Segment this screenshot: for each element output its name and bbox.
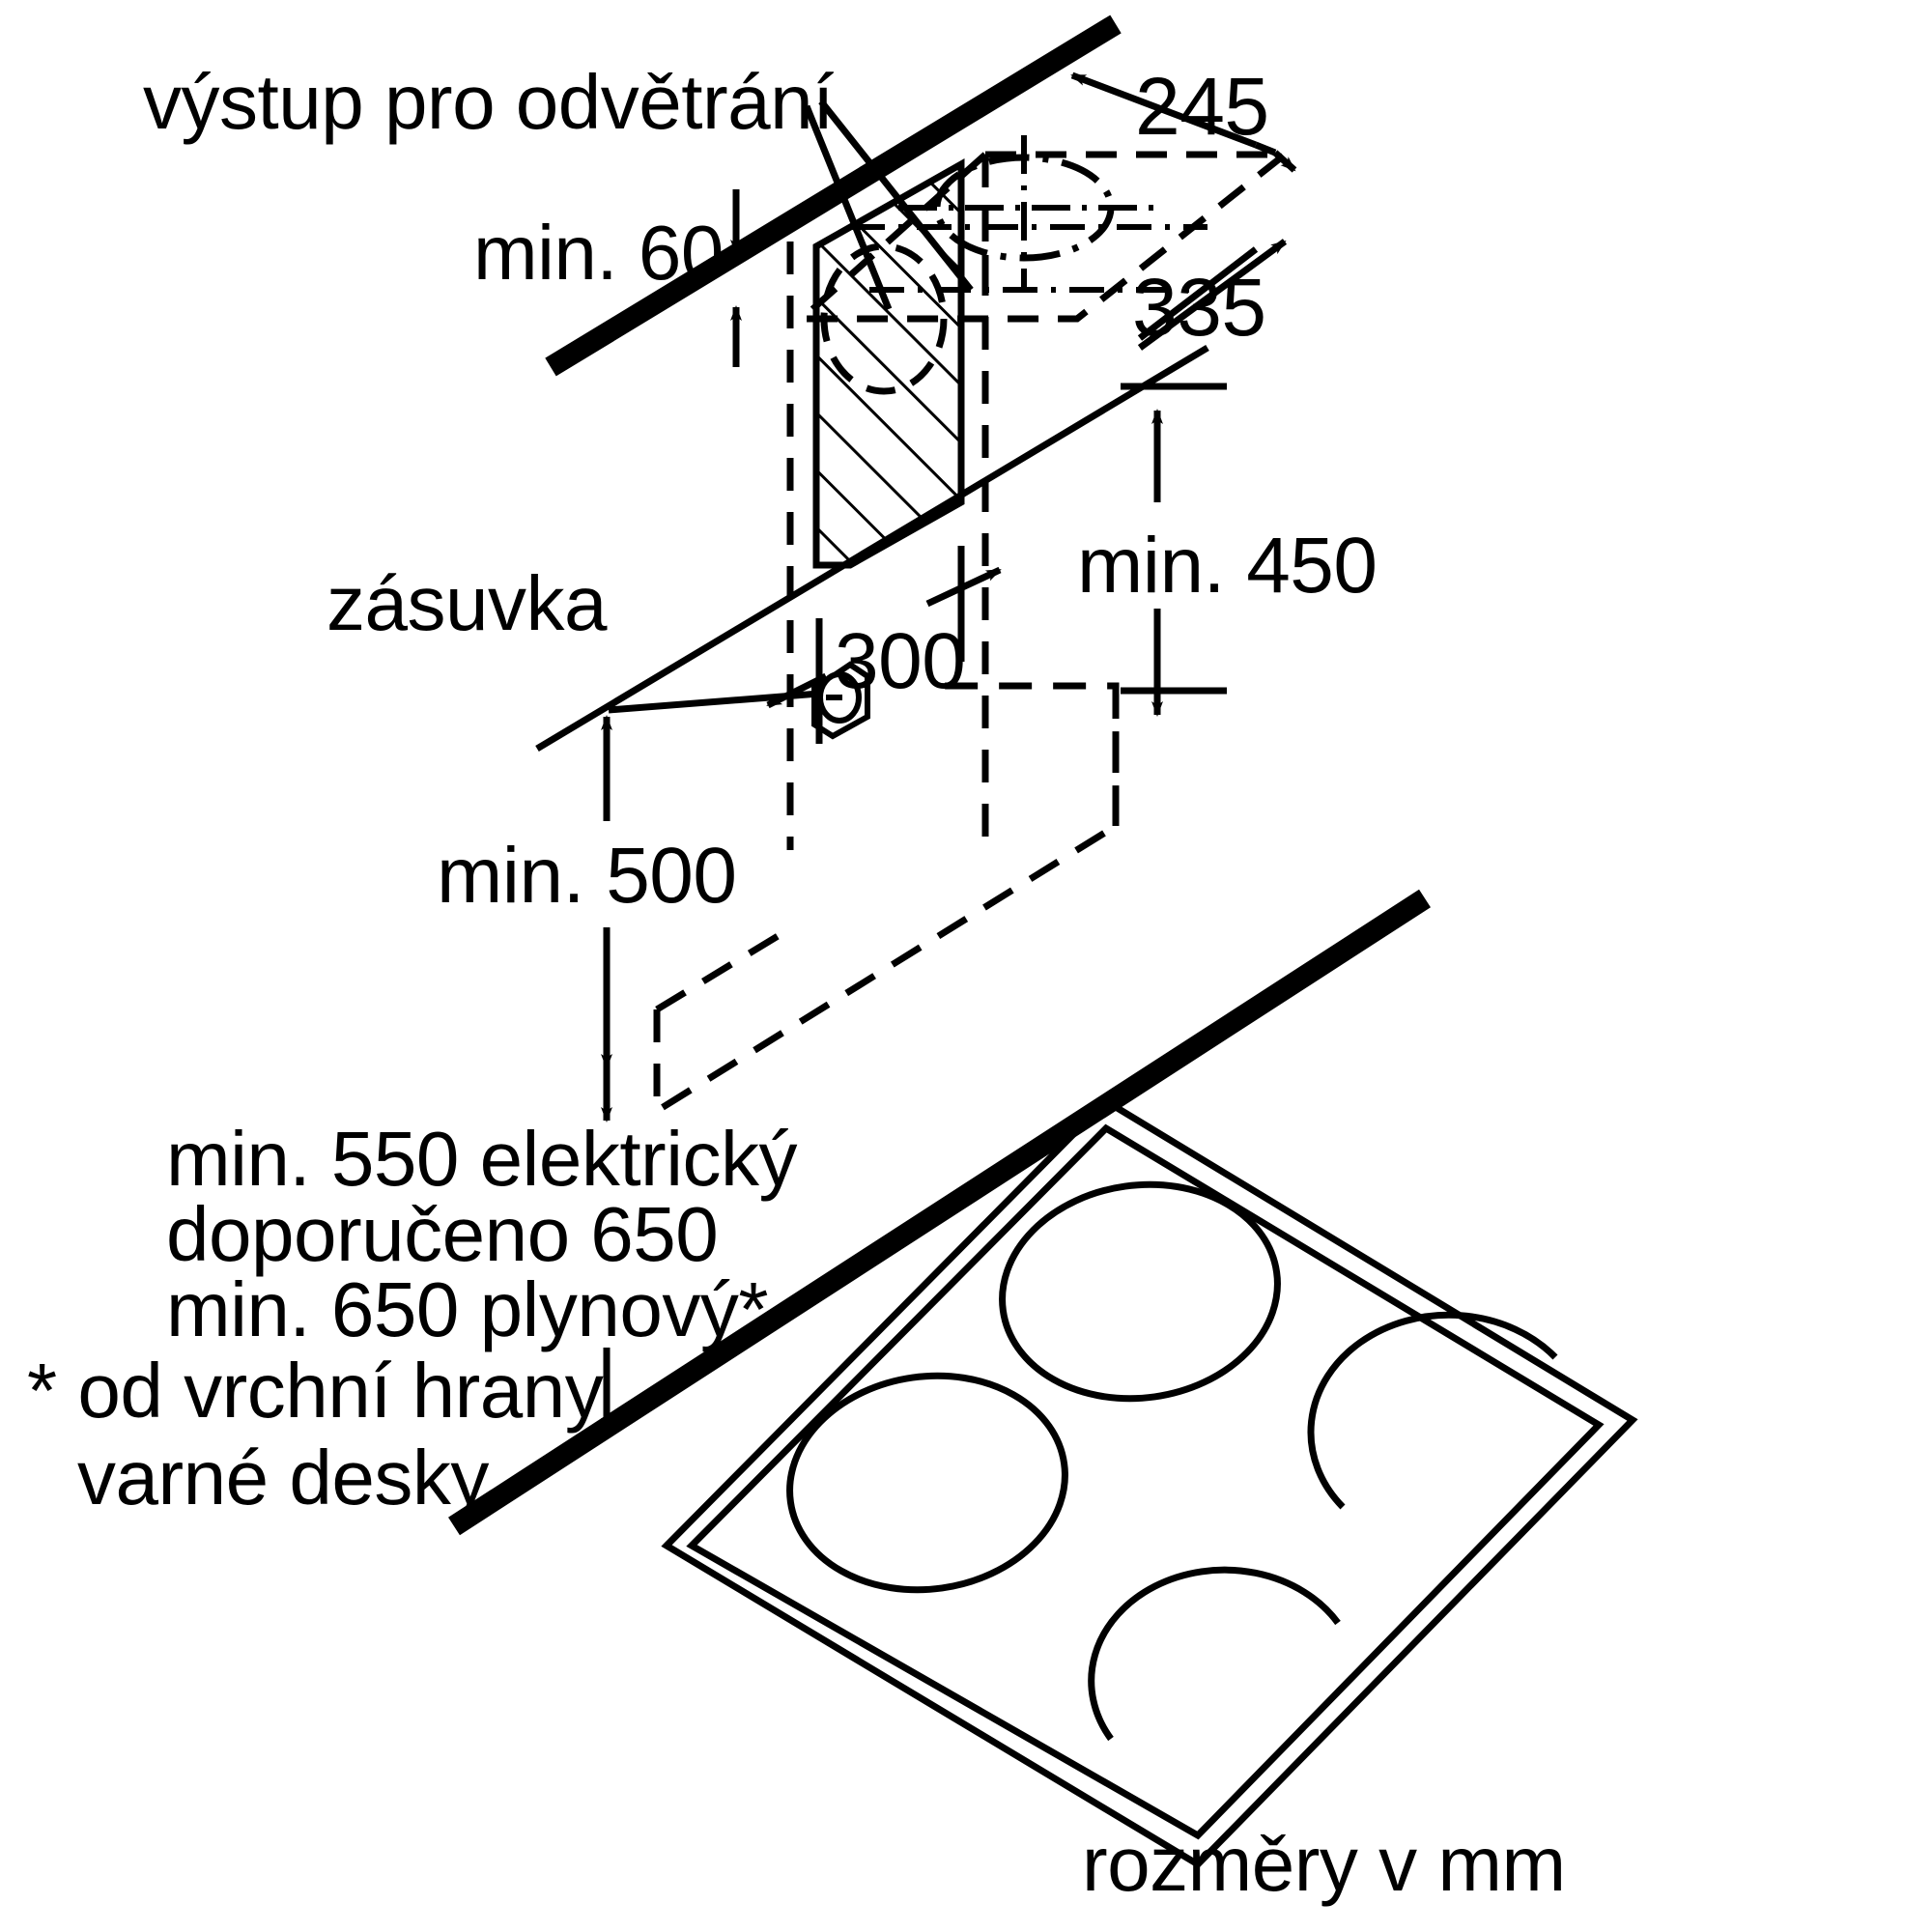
socket-symbol	[811, 661, 870, 740]
vertical-centrelines	[786, 155, 989, 850]
vent-outlet-leader	[803, 99, 974, 311]
label-hob-clearance-line2: doporučeno 650	[166, 1191, 719, 1277]
label-min-60: min. 60	[473, 210, 724, 296]
cooktop	[661, 1096, 1638, 1869]
label-dim-245: 245	[1135, 61, 1269, 152]
label-min-500: min. 500	[437, 832, 737, 920]
hood-canopy-dashed	[653, 682, 1120, 1118]
label-dim-300: 300	[835, 617, 966, 705]
label-socket: zásuvka	[327, 560, 607, 646]
duct-opening-projection	[898, 135, 1159, 290]
label-hob-clearance-line1: min. 550 elektrický	[166, 1116, 797, 1202]
label-min-450: min. 450	[1077, 522, 1378, 610]
worktop-line	[448, 889, 1431, 1536]
dim-300	[766, 546, 1002, 744]
ceiling-line	[545, 14, 1122, 377]
label-units-note: rozměry v mm	[1082, 1821, 1566, 1907]
dim-335	[1137, 239, 1288, 351]
dim-min-450	[1121, 383, 1227, 717]
label-vent-outlet: výstup pro odvětrání	[143, 59, 834, 145]
label-footnote-line1: * od vrchní hrany	[27, 1348, 604, 1434]
label-dim-335: 335	[1132, 262, 1266, 353]
dim-245	[1070, 71, 1297, 173]
axis-marks	[850, 224, 1208, 293]
label-footnote-line2: varné desky	[77, 1435, 489, 1520]
label-hob-clearance-line3: min. 650 plynový*	[166, 1266, 768, 1352]
